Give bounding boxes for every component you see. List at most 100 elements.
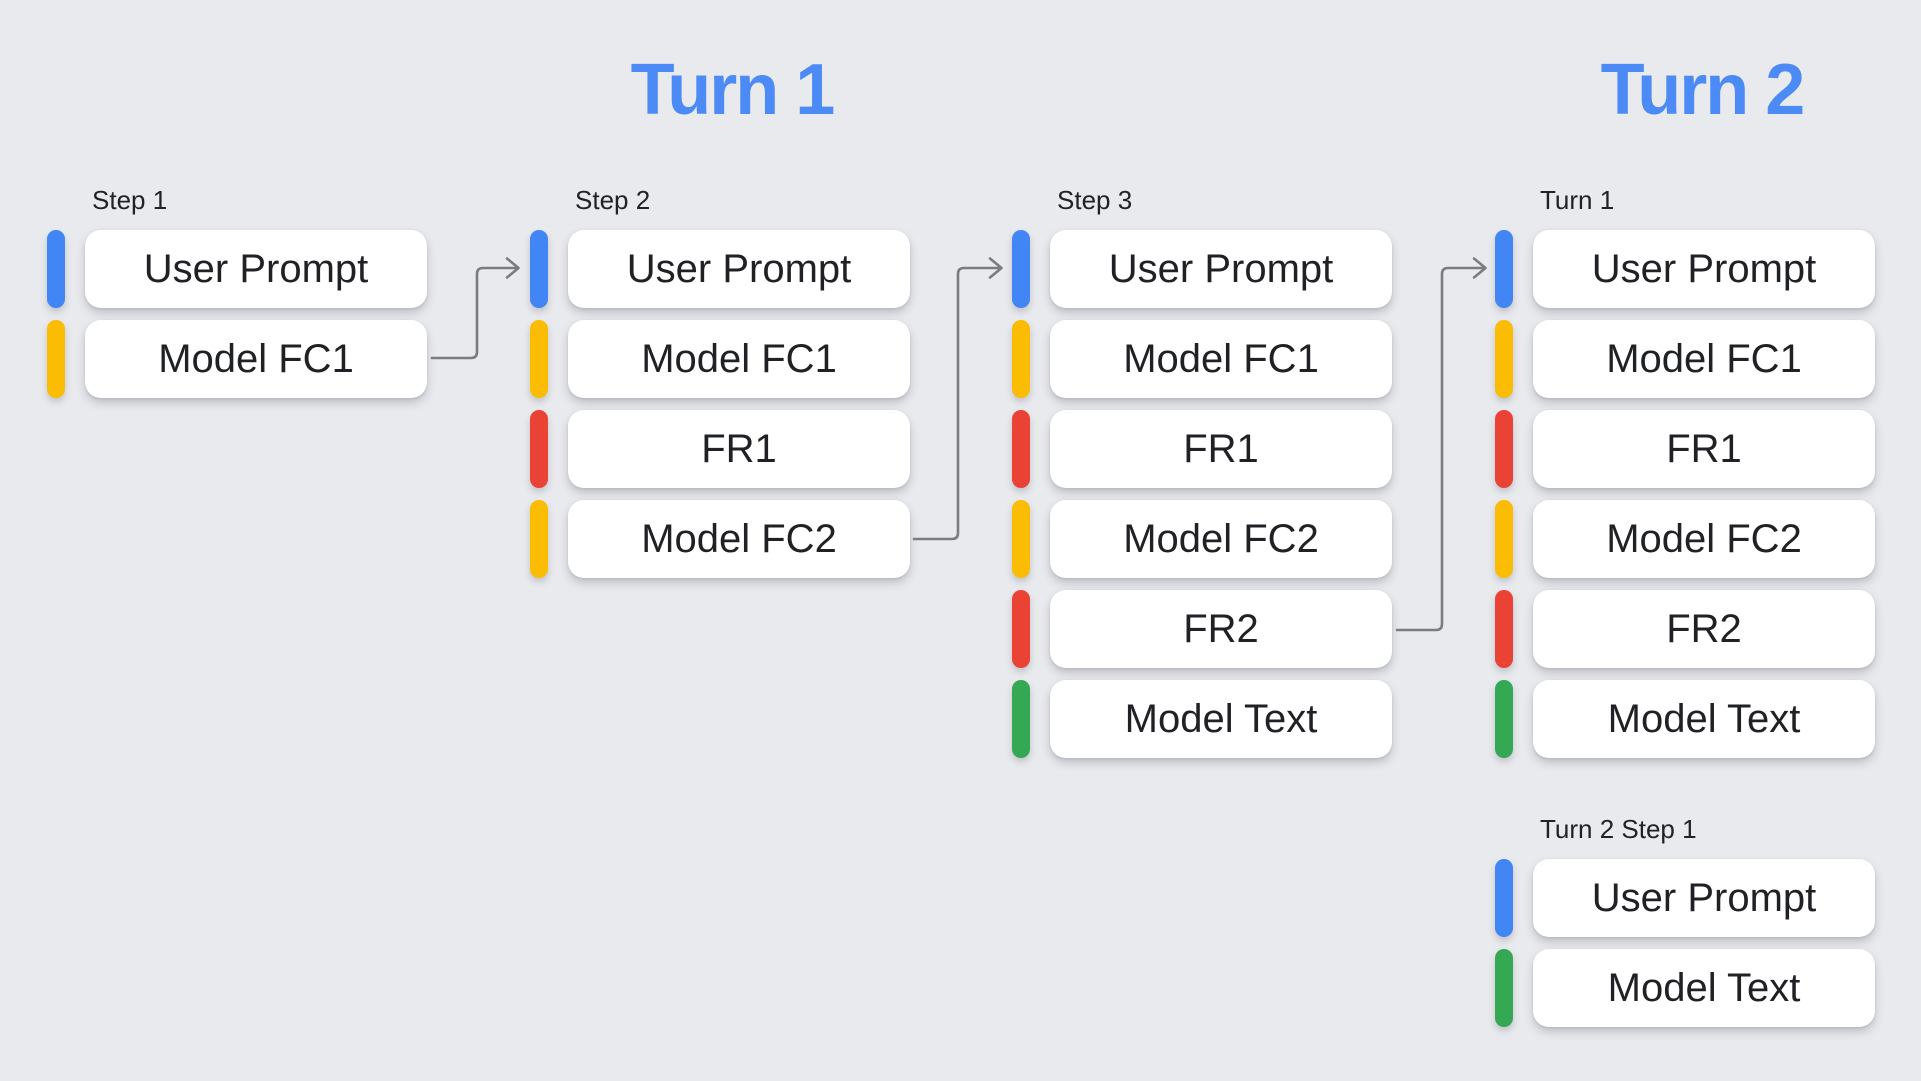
role-color-bar	[1495, 320, 1513, 398]
card-label: Model FC2	[641, 516, 837, 561]
flow-row: Model Text	[1495, 949, 1875, 1027]
role-color-bar	[1495, 410, 1513, 488]
card-stack: User Prompt Model FC1	[47, 230, 427, 398]
role-color-bar	[1012, 410, 1030, 488]
column-label: Step 2	[575, 185, 651, 215]
role-color-bar	[47, 230, 65, 308]
role-color-bar	[530, 230, 548, 308]
column-step-2: Step 2 User Prompt Model FC1 FR1 Model F…	[530, 185, 910, 578]
flow-row: User Prompt	[47, 230, 427, 308]
message-card: Model FC1	[1533, 320, 1875, 398]
flow-row: Model FC1	[47, 320, 427, 398]
role-color-bar	[1495, 500, 1513, 578]
role-color-bar	[1495, 230, 1513, 308]
card-label: Model FC2	[1123, 516, 1319, 561]
column-step-3: Step 3 User Prompt Model FC1 FR1 Model F…	[1012, 185, 1392, 758]
message-card: Model Text	[1533, 680, 1875, 758]
arrow-step3-to-turn1	[1395, 257, 1487, 632]
flow-row: FR1	[530, 410, 910, 488]
column-turn-2-step-1: Turn 2 Step 1 User Prompt Model Text	[1495, 814, 1875, 1027]
card-stack: User Prompt Model FC1 FR1 Model FC2	[530, 230, 910, 578]
role-color-bar	[1012, 590, 1030, 668]
card-label: User Prompt	[626, 246, 852, 291]
message-card: Model Text	[1050, 680, 1392, 758]
flow-row: User Prompt	[1495, 230, 1875, 308]
role-color-bar	[47, 320, 65, 398]
role-color-bar	[1012, 230, 1030, 308]
role-color-bar	[530, 320, 548, 398]
role-color-bar	[1012, 680, 1030, 758]
message-card: User Prompt	[1533, 230, 1875, 308]
message-card: Model FC2	[1050, 500, 1392, 578]
message-card: FR2	[1533, 590, 1875, 668]
card-label: Model Text	[1607, 696, 1801, 741]
message-card: FR1	[568, 410, 910, 488]
message-card: Model FC1	[1050, 320, 1392, 398]
card-stack: User Prompt Model FC1 FR1 Model FC2 FR2 …	[1495, 230, 1875, 758]
message-card: FR1	[1050, 410, 1392, 488]
role-color-bar	[1012, 500, 1030, 578]
column-label: Step 1	[92, 185, 168, 215]
card-label: FR1	[701, 426, 777, 471]
card-label: User Prompt	[1108, 246, 1334, 291]
card-label: User Prompt	[143, 246, 369, 291]
role-color-bar	[1495, 859, 1513, 937]
flow-row: FR1	[1012, 410, 1392, 488]
arrow-step2-to-step3	[912, 257, 1003, 541]
column-turn-1-history: Turn 1 User Prompt Model FC1 FR1 Model F…	[1495, 185, 1875, 758]
card-stack: User Prompt Model FC1 FR1 Model FC2 FR2 …	[1012, 230, 1392, 758]
column-label: Step 3	[1057, 185, 1133, 215]
flow-row: Model FC2	[530, 500, 910, 578]
card-label: User Prompt	[1591, 875, 1817, 920]
column-label: Turn 1	[1540, 185, 1615, 215]
column-label: Turn 2 Step 1	[1540, 814, 1697, 844]
message-card: User Prompt	[1533, 859, 1875, 937]
role-color-bar	[530, 500, 548, 578]
card-label: Model Text	[1607, 965, 1801, 1010]
turn-1-title: Turn 1	[630, 50, 836, 130]
message-card: FR2	[1050, 590, 1392, 668]
role-color-bar	[1495, 680, 1513, 758]
flow-row: Model FC1	[530, 320, 910, 398]
flow-row: Model Text	[1495, 680, 1875, 758]
message-card: Model FC1	[568, 320, 910, 398]
card-label: Model FC1	[1606, 336, 1802, 381]
flow-row: FR2	[1495, 590, 1875, 668]
role-color-bar	[1012, 320, 1030, 398]
role-color-bar	[1495, 949, 1513, 1027]
card-stack: User Prompt Model Text	[1495, 859, 1875, 1027]
card-label: Model FC1	[641, 336, 837, 381]
message-card: Model Text	[1533, 949, 1875, 1027]
card-label: Model FC1	[158, 336, 354, 381]
flow-row: User Prompt	[1495, 859, 1875, 937]
message-card: User Prompt	[568, 230, 910, 308]
message-card: Model FC1	[85, 320, 427, 398]
flow-row: FR2	[1012, 590, 1392, 668]
arrow-step1-to-step2	[430, 257, 520, 360]
role-color-bar	[1495, 590, 1513, 668]
message-card: User Prompt	[85, 230, 427, 308]
turn-2-title: Turn 2	[1600, 50, 1806, 130]
flow-row: User Prompt	[530, 230, 910, 308]
flow-row: Model FC2	[1012, 500, 1392, 578]
card-label: FR2	[1183, 606, 1259, 651]
flow-row: Model FC1	[1012, 320, 1392, 398]
card-label: FR1	[1183, 426, 1259, 471]
message-card: User Prompt	[1050, 230, 1392, 308]
flow-row: FR1	[1495, 410, 1875, 488]
card-label: Model Text	[1124, 696, 1318, 741]
card-label: FR1	[1666, 426, 1742, 471]
column-step-1: Step 1 User Prompt Model FC1	[47, 185, 427, 398]
card-label: Model FC2	[1606, 516, 1802, 561]
card-label: Model FC1	[1123, 336, 1319, 381]
role-color-bar	[530, 410, 548, 488]
flow-row: Model FC2	[1495, 500, 1875, 578]
message-card: Model FC2	[1533, 500, 1875, 578]
card-label: User Prompt	[1591, 246, 1817, 291]
card-label: FR2	[1666, 606, 1742, 651]
flow-row: User Prompt	[1012, 230, 1392, 308]
message-card: Model FC2	[568, 500, 910, 578]
flow-row: Model FC1	[1495, 320, 1875, 398]
flow-row: Model Text	[1012, 680, 1392, 758]
